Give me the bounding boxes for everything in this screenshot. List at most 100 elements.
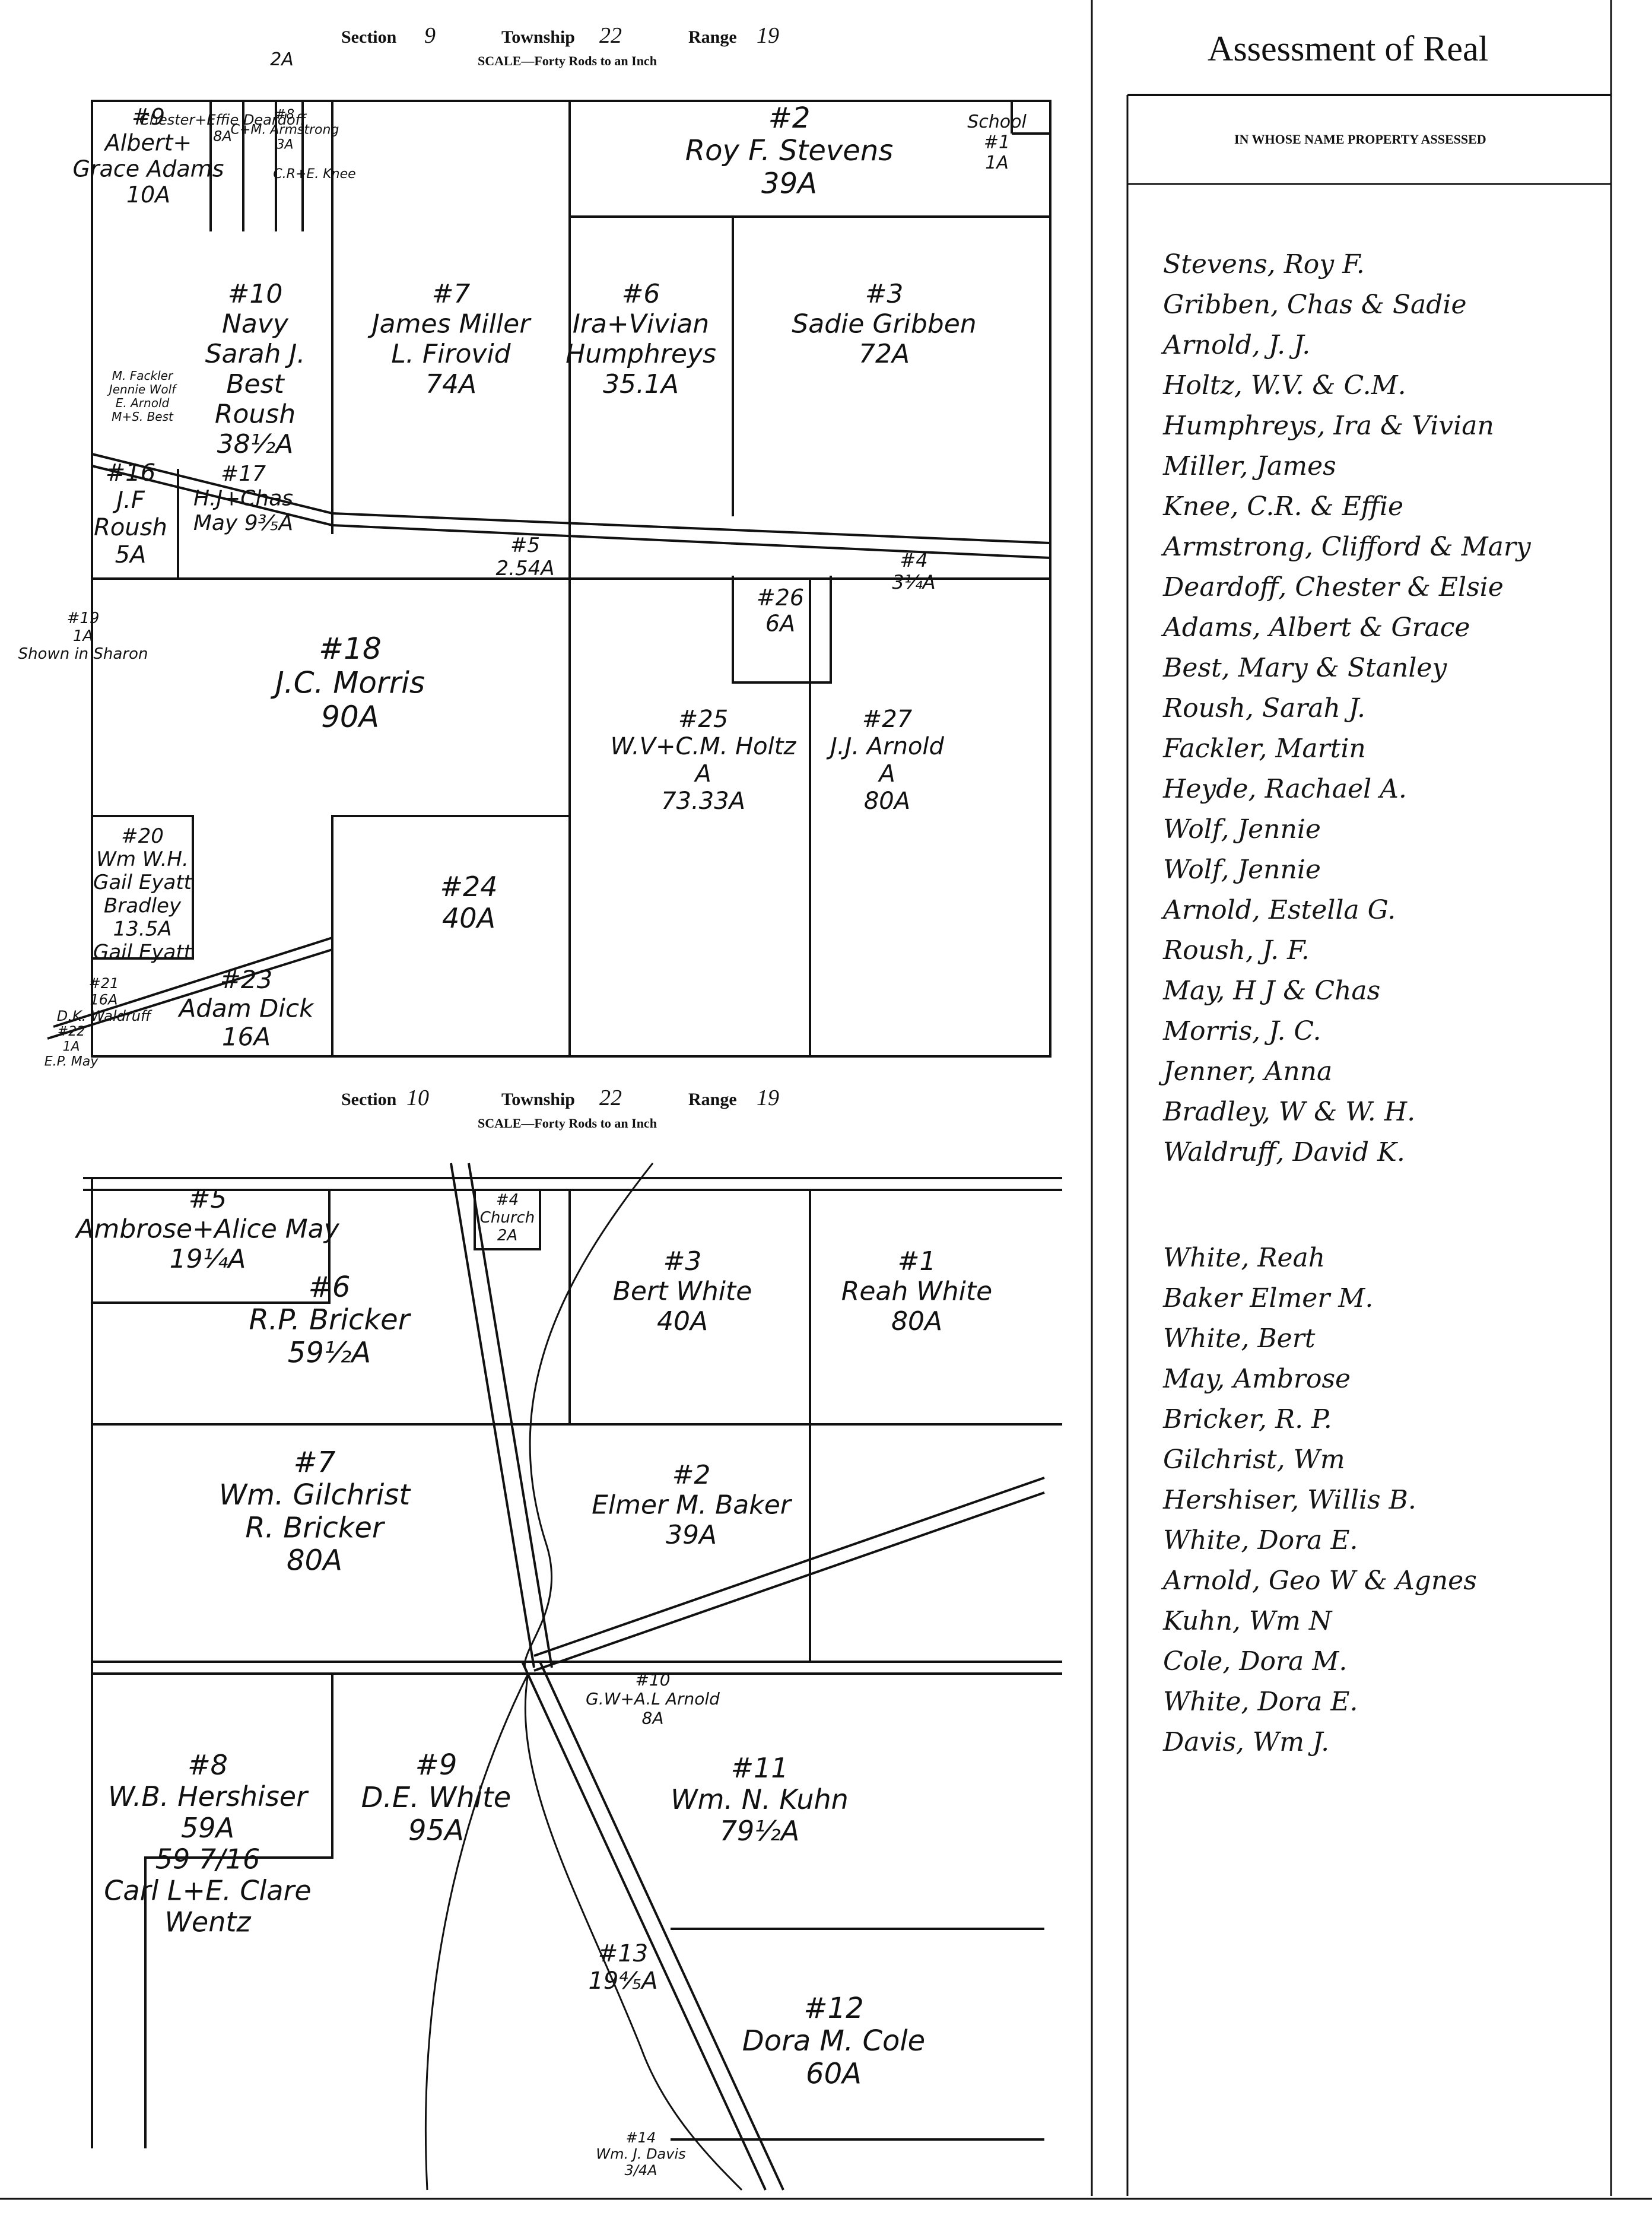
parcel-label-line: Chester+Effie Deardoff: [139, 112, 307, 128]
parcel-label-line: Reah White: [841, 1277, 992, 1307]
parcel-label-line: 40A: [657, 1306, 708, 1337]
parcel-label-line: #6: [622, 279, 660, 309]
section-label: Section: [341, 27, 397, 47]
parcel-label-line: M+S. Best: [112, 409, 174, 424]
parcel-label-line: #5: [189, 1184, 227, 1214]
section-number: 9: [424, 23, 436, 48]
ledger-title: Assessment of Real: [1208, 29, 1489, 68]
parcel-label-line: Carl L+E. Clare: [104, 1875, 311, 1907]
section-number: 10: [406, 1085, 429, 1110]
ledger-entry: Heyde, Rachael A.: [1163, 774, 1407, 804]
ledger-entry: Arnold, J. J.: [1163, 330, 1311, 360]
parcel-label-line: 40A: [442, 902, 495, 934]
parcel-label-line: 2A: [497, 1227, 517, 1245]
parcel-label-line: D.K. Waldruff: [57, 1008, 153, 1024]
parcel-label-line: 74A: [425, 369, 476, 399]
parcel-label-line: J.F: [112, 487, 145, 514]
parcel-label-line: #10: [635, 1670, 670, 1690]
ledger-entry: Stevens, Roy F.: [1163, 249, 1365, 280]
section-9-title: Section 9 Township 22 Range 19 SCALE—For…: [341, 23, 779, 68]
parcel-label-line: #8: [275, 107, 294, 122]
parcel-label-line: 5A: [115, 541, 147, 569]
parcel-label-line: E. Arnold: [116, 396, 170, 410]
parcel-label-line: #18: [319, 631, 382, 666]
parcel-label-line: 60A: [806, 2057, 862, 2090]
ledger-entry: Knee, C.R. & Effie: [1163, 491, 1404, 522]
township-label: Township: [501, 1090, 575, 1109]
parcel-label-line: J.C. Morris: [270, 666, 425, 700]
parcel-label-line: #7: [294, 1446, 336, 1479]
parcel-label-line: James Miller: [367, 309, 532, 339]
section-9-boundaries: [47, 100, 1051, 1058]
parcel-label-line: 90A: [321, 700, 379, 734]
ledger-column-header: IN WHOSE NAME PROPERTY ASSESSED: [1234, 132, 1486, 147]
parcel-label-line: Ambrose+Alice May: [74, 1214, 339, 1245]
parcel-label-line: Ira+Vivian: [573, 309, 709, 339]
ledger-entry: Miller, James: [1163, 451, 1336, 481]
parcel-label-line: May 9⅗A: [193, 511, 293, 535]
parcel-label-line: #24: [440, 871, 497, 903]
parcel-label-line: C.R+E. Knee: [273, 167, 355, 182]
parcel-label-line: Bert White: [613, 1277, 752, 1307]
parcel-label-line: Humphreys: [566, 339, 716, 369]
parcel-label-line: Sarah J.: [205, 339, 306, 369]
parcel-label-line: #6: [309, 1271, 351, 1304]
parcel-label-line: #11: [730, 1752, 788, 1784]
parcel-label-line: #27: [862, 706, 913, 733]
parcel-label-line: Wm. J. Davis: [596, 2146, 685, 2163]
parcel-label-line: #17: [221, 462, 266, 486]
parcel-label-line: #10: [228, 279, 283, 309]
parcel-label-line: W.V+C.M. Holtz: [611, 733, 797, 760]
parcel-label-line: #19: [67, 609, 100, 627]
range-label: Range: [688, 1090, 737, 1109]
parcel-label-line: Best: [226, 369, 285, 399]
parcel-label-line: #16: [106, 459, 155, 487]
parcel-label-line: 16A: [90, 992, 118, 1008]
ledger-entry: Deardoff, Chester & Elsie: [1163, 572, 1504, 602]
ledger-entry: Wolf, Jennie: [1163, 814, 1321, 845]
parcel-label-line: Jennie Wolf: [107, 382, 177, 396]
ledger-entry: Hershiser, Willis B.: [1163, 1485, 1416, 1515]
parcel-label-line: #8: [188, 1749, 228, 1781]
parcel-label-line: R. Bricker: [245, 1511, 386, 1544]
range-number: 19: [757, 23, 779, 48]
ledger-entry: Arnold, Estella G.: [1163, 895, 1396, 925]
parcel-label-line: 1A: [985, 153, 1009, 173]
ledger-entry: White, Dora E.: [1163, 1687, 1358, 1717]
ledger-entry: Waldruff, David K.: [1163, 1137, 1405, 1167]
township-label: Township: [501, 27, 575, 47]
parcel-label-line: 35.1A: [603, 369, 679, 399]
parcel-label-line: R.P. Bricker: [249, 1303, 412, 1337]
ledger-entry: Arnold, Geo W & Agnes: [1163, 1566, 1477, 1596]
parcel-label-line: 6A: [765, 611, 795, 637]
section-10-boundaries: [83, 1163, 1062, 2191]
ledger-entry: Baker Elmer M.: [1163, 1283, 1374, 1313]
parcel-label-line: #22: [58, 1024, 85, 1039]
parcel-label-line: Roush: [94, 514, 167, 541]
parcel-label-line: 72A: [859, 339, 910, 369]
ledger-entry: Kuhn, Wm N: [1163, 1606, 1332, 1636]
parcel-label-line: 39A: [666, 1520, 717, 1550]
parcel-label-line: #9: [415, 1748, 458, 1782]
parcel-label-line: 19¼A: [170, 1244, 246, 1274]
ledger-entry: May, H J & Chas: [1163, 976, 1381, 1006]
parcel-label-line: #2: [768, 101, 811, 135]
ledger-entry: White, Dora E.: [1163, 1525, 1358, 1555]
parcel-label-line: Bradley: [104, 894, 182, 918]
parcel-label-line: #26: [757, 585, 804, 611]
parcel-label-line: #1: [898, 1246, 936, 1277]
parcel-label-line: C+M. Armstrong: [231, 122, 339, 137]
parcel-label-line: 80A: [891, 1306, 942, 1337]
ledger-entry: Roush, Sarah J.: [1163, 693, 1366, 723]
parcel-label-line: 39A: [761, 167, 817, 200]
parcel-label-line: #25: [678, 706, 728, 733]
parcel-label-line: #4: [496, 1191, 519, 1209]
parcel-label-line: #13: [598, 1940, 648, 1967]
ledger-entry: Morris, J. C.: [1163, 1016, 1321, 1046]
parcel-label-line: G.W+A.L Arnold: [586, 1689, 720, 1709]
parcel-label-line: 80A: [287, 1544, 342, 1577]
